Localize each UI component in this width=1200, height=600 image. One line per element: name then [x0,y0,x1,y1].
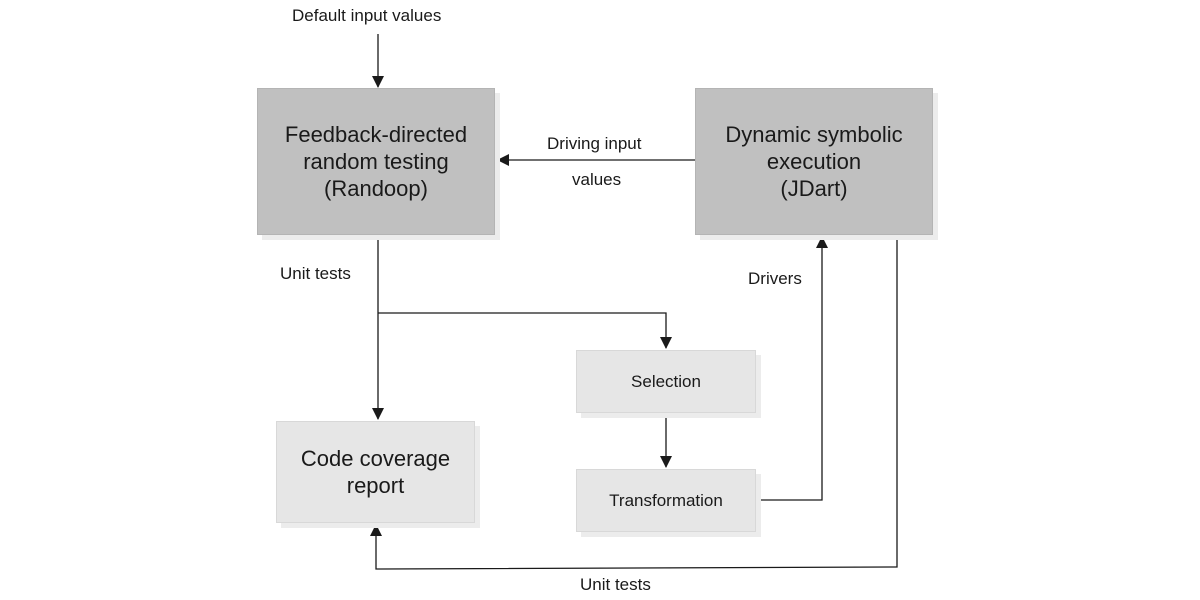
randoop-title-line-3: (Randoop) [324,176,428,201]
edge-label-unit-tests-left: Unit tests [280,264,351,283]
selection-box: Selection [576,350,756,413]
arrow-unit-tests-to-selection [378,312,672,349]
coverage-report-box: Code coverage report [276,421,475,523]
transformation-label: Transformation [609,491,723,510]
edge-label-unit-tests-bottom: Unit tests [580,575,651,594]
jdart-title-line-1: Dynamic symbolic [725,122,903,147]
coverage-title-line-1: Code coverage [300,446,451,471]
transformation-box: Transformation [576,469,756,532]
jdart-title-line-2: execution [766,149,862,174]
arrow-transformation-to-jdart [757,236,828,501]
edge-label-driving-input-line-2: values [572,170,622,189]
jdart-title-line-3: (JDart) [780,176,848,201]
randoop-box: Feedback-directed random testing (Randoo… [257,88,495,235]
edge-label-default-input-values: Default input values [292,6,442,25]
coverage-title-line-2: report [346,473,405,498]
arrow-jdart-to-coverage [370,236,898,570]
edge-label-driving-input-line-1: Driving input [547,134,642,153]
randoop-title-line-1: Feedback-directed [284,122,468,147]
jdart-box: Dynamic symbolic execution (JDart) [695,88,933,235]
selection-label: Selection [631,372,701,391]
randoop-title-line-2: random testing [303,149,449,174]
edge-label-drivers: Drivers [748,269,802,288]
